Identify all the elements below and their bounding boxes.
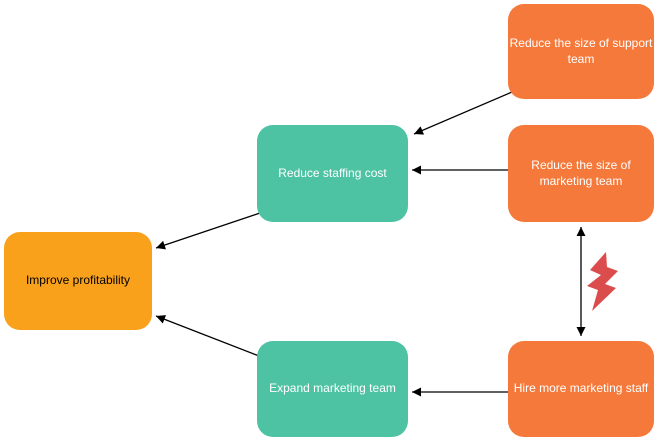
node-label: Reduce the size of support team <box>509 35 653 66</box>
edge-expand-to-profitability[interactable] <box>155 315 260 357</box>
node-label: Reduce the size of marketing team <box>531 157 631 188</box>
node-hire-marketing-staff[interactable]: Hire more marketing staff <box>508 341 654 437</box>
node-label: Improve profitability <box>25 273 131 288</box>
lightning-bolt-icon[interactable] <box>587 252 618 311</box>
node-expand-marketing-team[interactable]: Expand marketing team <box>257 341 408 437</box>
node-reduce-marketing-team[interactable]: Reduce the size of marketing team <box>508 125 654 222</box>
node-reduce-staffing-cost[interactable]: Reduce staffing cost <box>257 125 408 222</box>
node-label: Hire more marketing staff <box>513 381 649 396</box>
edge-support-to-staffing[interactable] <box>413 91 513 135</box>
node-improve-profitability[interactable]: Improve profitability <box>4 232 152 330</box>
node-label: Expand marketing team <box>269 381 396 396</box>
node-reduce-support-team[interactable]: Reduce the size of support team <box>508 4 654 99</box>
edge-staffing-to-profitability[interactable] <box>155 212 261 250</box>
node-label: Reduce staffing cost <box>278 165 387 180</box>
